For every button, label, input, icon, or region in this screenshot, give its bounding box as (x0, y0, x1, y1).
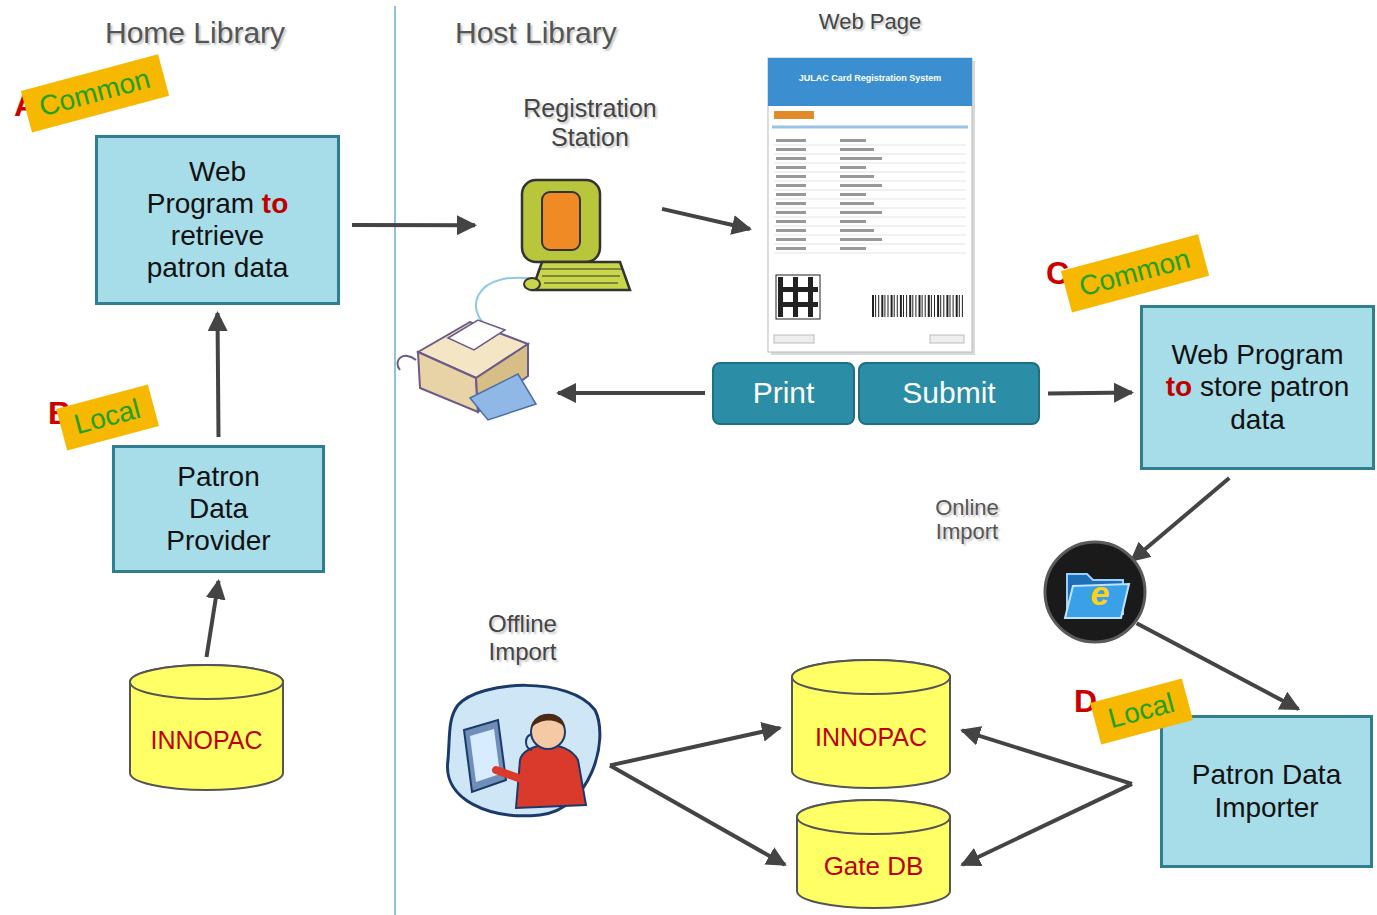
flow-arrow (352, 223, 475, 227)
callout-letter: A (14, 88, 37, 123)
import-folder-icon: e (1043, 540, 1147, 644)
page-title-text: JULAC Card Registration System (770, 73, 970, 83)
cylinder-body (130, 665, 283, 790)
node-text: Offline Import (458, 610, 588, 665)
flow-arrow (207, 581, 219, 657)
cylinder-body (797, 800, 950, 908)
process-box: Patron Data Importer (1160, 715, 1373, 868)
database-cylinder: INNOPAC (790, 660, 952, 788)
library-divider (394, 6, 396, 915)
offline-import-operator: Offline Import (440, 610, 605, 820)
operator-icon (447, 685, 599, 815)
flow-arrow (218, 313, 219, 437)
flow-arrow (1131, 478, 1229, 561)
flow-note: Online Import (912, 496, 1022, 544)
flow-arrow (1137, 623, 1299, 709)
node-text: Web Page (819, 9, 921, 34)
printer-icon (397, 320, 536, 420)
cylinder-top (797, 800, 950, 834)
node-text: e (1091, 574, 1110, 613)
component-tag: Local (56, 384, 159, 450)
node-text: Registration Station (490, 94, 690, 152)
node-text: Patron Data Provider (149, 461, 289, 558)
e-folder-icon (1045, 542, 1145, 642)
database-cylinder: Gate DB (795, 800, 952, 908)
submit-button: Submit (858, 362, 1040, 425)
node-text: Patron Data Importer (1187, 759, 1347, 823)
process-box: Web Program to store patron data (1140, 305, 1375, 470)
component-tag: Common (1061, 234, 1209, 312)
cylinder-top (130, 665, 283, 699)
node-text: INNOPAC (150, 726, 262, 755)
process-box: Patron Data Provider (112, 445, 325, 573)
print-button: Print (712, 362, 855, 425)
database-cylinder: INNOPAC (128, 665, 285, 790)
flow-arrow (610, 728, 780, 766)
process-box: Web Program to retrieve patron data (95, 135, 340, 305)
section-heading: Home Library (105, 16, 285, 49)
registration-station: Registration Station (470, 92, 710, 297)
callout-letter: B (48, 396, 71, 431)
component-tag: Common (21, 54, 169, 132)
web-page: Web PageJULAC Card Registration System (760, 5, 980, 355)
node-text: Gate DB (824, 852, 924, 882)
flow-arrow (662, 209, 750, 229)
cylinder-top (792, 660, 950, 694)
cylinder-body (792, 660, 950, 788)
node-text: Web Program to store patron data (1158, 339, 1358, 436)
flow-arrow (962, 784, 1132, 865)
flow-arrow (962, 730, 1132, 783)
node-text: Submit (902, 376, 995, 411)
flow-arrow (610, 765, 785, 864)
web-page-screenshot (768, 58, 975, 355)
print-arrow (558, 391, 705, 395)
callout-letter: C (1046, 256, 1069, 291)
flow-arrow (1048, 392, 1132, 393)
node-outline (760, 5, 980, 355)
section-heading: Host Library (455, 16, 617, 49)
node-text: Web Program to retrieve patron data (138, 156, 298, 285)
node-text: Print (753, 376, 815, 411)
node-text: INNOPAC (815, 723, 927, 752)
callout-letter: D (1074, 684, 1097, 719)
computer-icon (522, 180, 630, 290)
